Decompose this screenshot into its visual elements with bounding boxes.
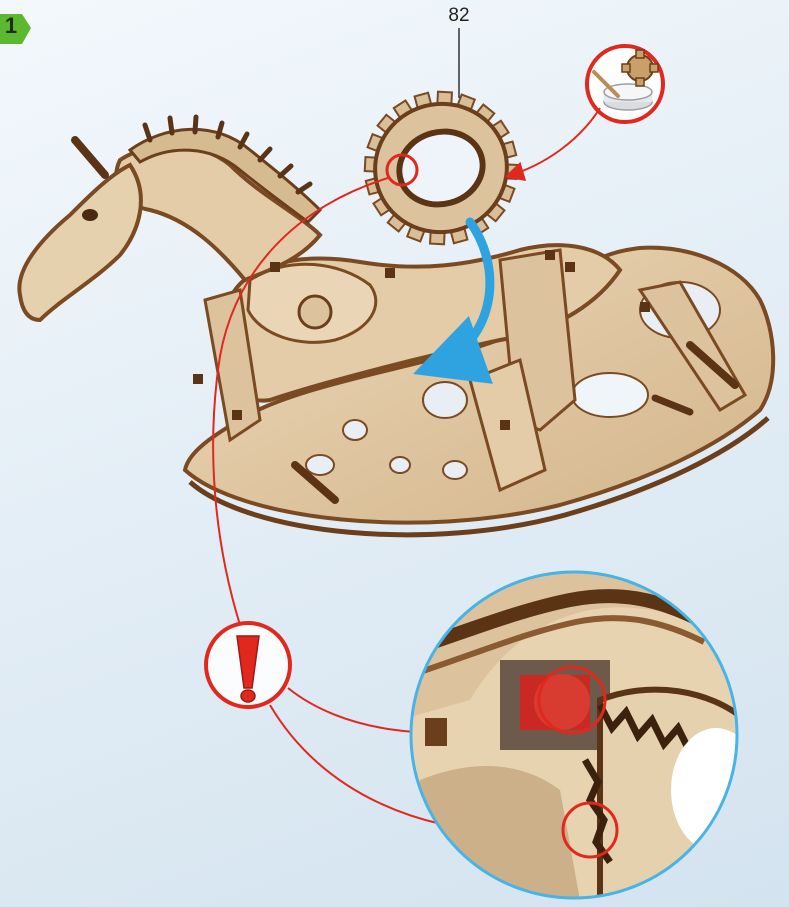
glue-arrow	[508, 108, 600, 176]
rocker-hole	[443, 461, 467, 479]
gear-part-82	[348, 75, 534, 261]
rocker-hole	[306, 455, 334, 475]
warning-callout	[206, 623, 290, 707]
part-number-label: 82	[439, 6, 479, 26]
rocker-hole	[572, 373, 648, 417]
saddle-knob	[299, 296, 331, 328]
horse-ear	[75, 140, 105, 175]
step-number: 1	[0, 15, 22, 37]
rocker-hole	[423, 382, 467, 418]
rocker-hole	[390, 457, 410, 473]
zoom-detail	[400, 560, 761, 907]
rocker-hole	[343, 420, 367, 440]
horse-eye	[82, 209, 98, 221]
horse-head	[19, 165, 141, 320]
